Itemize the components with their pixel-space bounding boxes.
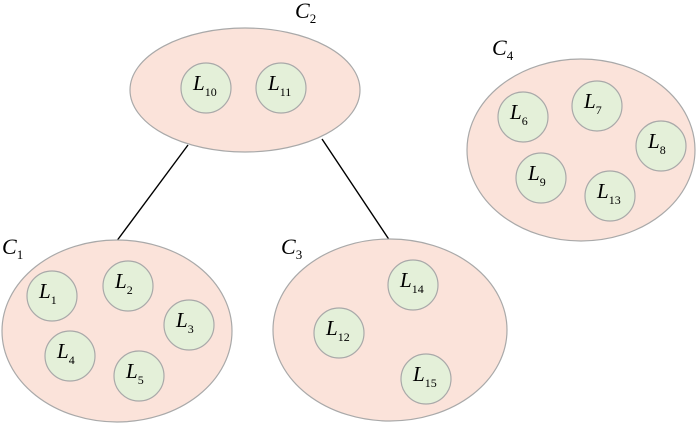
node-l12: L12 bbox=[313, 307, 365, 359]
svg-text:L6: L6 bbox=[509, 100, 528, 128]
svg-text:L10: L10 bbox=[192, 71, 217, 99]
cluster-c1: C1 L1 L2 L3 L4 L5 bbox=[1, 234, 233, 423]
svg-text:L8: L8 bbox=[647, 129, 666, 157]
svg-text:L2: L2 bbox=[114, 269, 133, 297]
cluster-c2-label: C2 bbox=[295, 0, 316, 26]
svg-text:L5: L5 bbox=[125, 359, 144, 387]
svg-text:L13: L13 bbox=[596, 179, 621, 207]
node-l3: L3 bbox=[163, 299, 215, 351]
svg-text:L4: L4 bbox=[56, 339, 75, 367]
node-l6: L6 bbox=[497, 91, 549, 143]
edge-c2-c3 bbox=[321, 138, 391, 242]
node-l9: L9 bbox=[515, 152, 567, 204]
node-l1: L1 bbox=[26, 270, 78, 322]
node-l5: L5 bbox=[113, 350, 165, 402]
svg-text:L12: L12 bbox=[325, 316, 350, 344]
cluster-c4: C4 L6 L7 L8 L9 L13 bbox=[466, 35, 696, 242]
svg-text:L15: L15 bbox=[412, 362, 437, 390]
cluster-c1-label: C1 bbox=[2, 234, 23, 262]
node-l7: L7 bbox=[571, 80, 623, 132]
svg-text:L1: L1 bbox=[38, 279, 57, 307]
cluster-c3: C3 L14 L12 L15 bbox=[272, 234, 508, 422]
edge-c2-c1 bbox=[115, 144, 189, 243]
node-l8: L8 bbox=[635, 120, 687, 172]
svg-text:L3: L3 bbox=[175, 308, 194, 336]
cluster-c3-label: C3 bbox=[281, 234, 302, 262]
node-l4: L4 bbox=[44, 330, 96, 382]
node-l13: L13 bbox=[584, 170, 636, 222]
svg-text:L11: L11 bbox=[267, 71, 291, 99]
node-l11: L11 bbox=[255, 62, 307, 114]
cluster-c4-label: C4 bbox=[492, 35, 514, 63]
node-l10: L10 bbox=[180, 62, 232, 114]
node-l15: L15 bbox=[400, 353, 452, 405]
node-l14: L14 bbox=[387, 259, 439, 311]
svg-text:L14: L14 bbox=[399, 268, 424, 296]
cluster-c2: C2 L10 L11 bbox=[129, 0, 361, 153]
svg-text:L9: L9 bbox=[527, 161, 546, 189]
node-l2: L2 bbox=[102, 260, 154, 312]
svg-text:L7: L7 bbox=[583, 89, 602, 117]
